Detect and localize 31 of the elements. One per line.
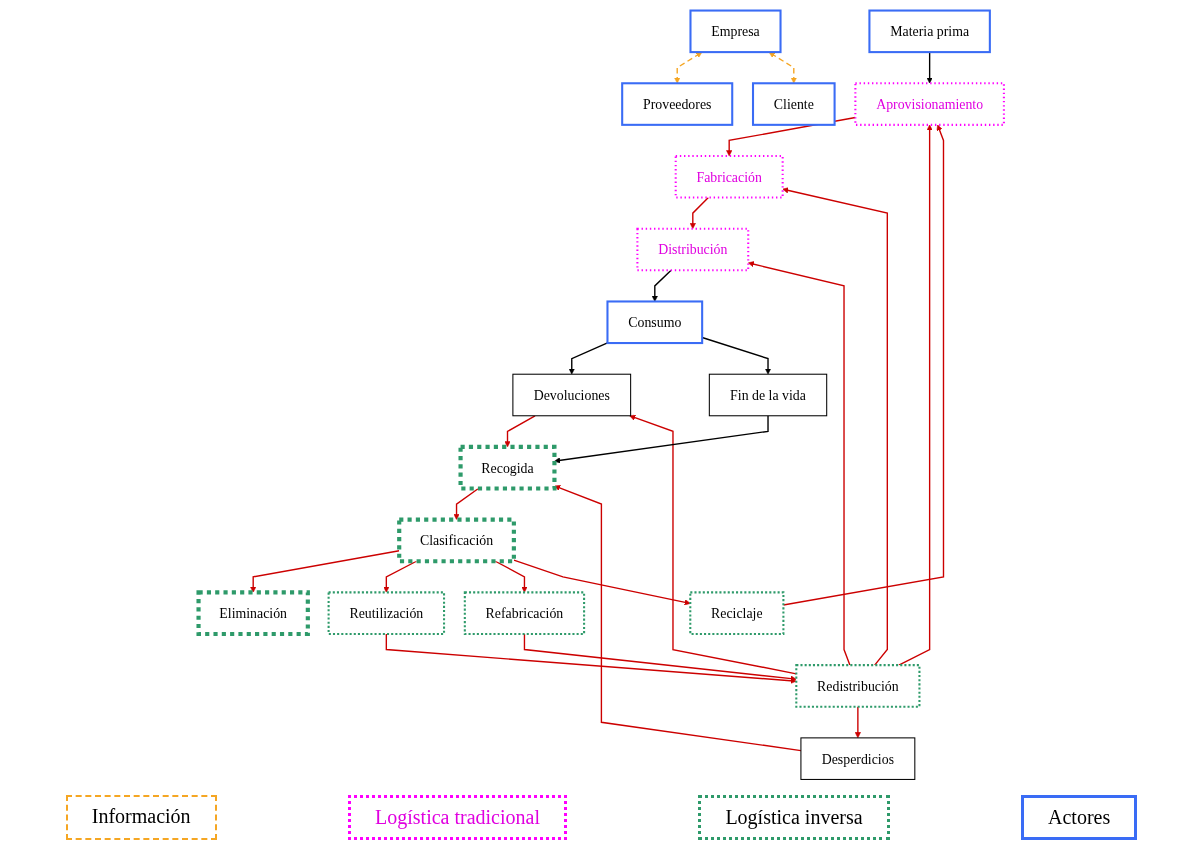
arrow <box>524 633 797 682</box>
node-box: Fin de la vida <box>709 373 828 417</box>
arrow <box>385 633 797 684</box>
node-box: Desperdicios <box>800 737 916 780</box>
node-box: Cliente <box>752 82 836 126</box>
arrow <box>569 342 609 375</box>
node-box: Devoluciones <box>512 373 632 417</box>
node-box: Distribución <box>636 227 750 272</box>
node-box: Refabricación <box>464 591 586 635</box>
node-box: Aprovisionamiento <box>854 82 1006 126</box>
arrow <box>855 706 862 739</box>
node-box: Eliminación <box>196 590 311 637</box>
arrow <box>513 559 691 606</box>
node-box: Empresa <box>689 9 782 54</box>
legend-item: Logística tradicional <box>348 795 567 840</box>
node-box: Reutilización <box>327 591 446 635</box>
node-box: Reciclaje <box>689 591 785 635</box>
node-box: Clasificación <box>397 517 517 564</box>
legend-item: Actores <box>1021 795 1138 840</box>
node-box: Consumo <box>606 300 704 345</box>
node-box: Materia prima <box>868 9 992 54</box>
node-box: Proveedores <box>621 82 734 126</box>
arrow <box>748 261 851 666</box>
node-box: Redistribución <box>795 664 921 708</box>
arrow <box>782 187 889 666</box>
arrow <box>554 485 802 752</box>
legend-item: Información <box>65 795 217 840</box>
node-box: Fabricación <box>674 154 784 199</box>
node-box: Recogida <box>458 444 557 491</box>
arrow <box>898 124 933 666</box>
legend-item: Logística inversa <box>698 795 890 840</box>
